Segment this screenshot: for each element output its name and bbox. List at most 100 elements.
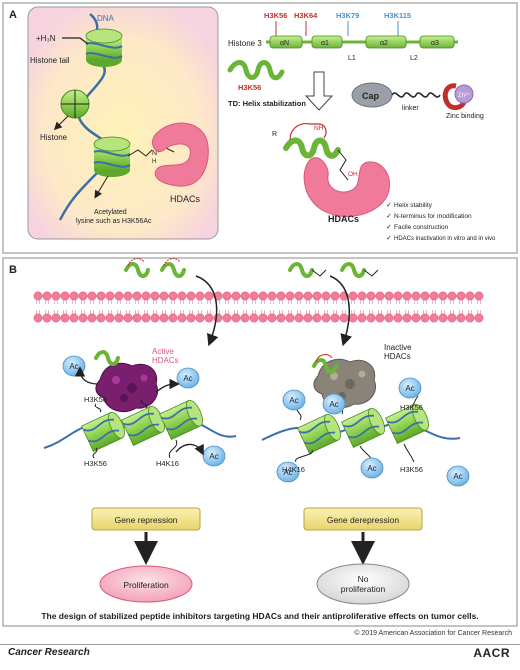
lipid-head <box>69 313 79 323</box>
lipid-tail <box>81 310 85 314</box>
check-item-4: HDACs inactivation in vitro and in vivo <box>394 236 496 242</box>
helix-alpha-1 <box>311 35 343 49</box>
design-arrow <box>304 71 334 111</box>
lipid-tail <box>270 310 274 314</box>
lipid-tail <box>198 310 202 314</box>
ac-right-free-2 <box>446 465 470 487</box>
lipid-head <box>231 291 241 301</box>
lipid-tail <box>261 300 265 304</box>
right-site-1: H3K56 <box>400 403 423 412</box>
stabilized-peptide <box>283 123 349 181</box>
lipid-tail <box>63 310 67 314</box>
lipid-tail <box>234 310 238 314</box>
lipid-tail <box>441 310 445 314</box>
lipid-tail <box>432 300 436 304</box>
seg-alpha-3: α3 <box>431 40 439 47</box>
lipid-head <box>123 291 133 301</box>
gene-repression-label: Gene repression <box>115 515 178 525</box>
lipid-head <box>420 313 430 323</box>
lipid-tail <box>243 300 247 304</box>
lipid-head <box>186 313 196 323</box>
lipid-head <box>177 291 187 301</box>
lipid-tail <box>252 300 256 304</box>
lipid-head <box>42 291 52 301</box>
lipid-tail <box>72 300 76 304</box>
linker-squiggle <box>391 92 441 98</box>
lipid-head <box>330 313 340 323</box>
lipid-tail <box>297 300 301 304</box>
lipid-tail <box>378 310 382 314</box>
helix-alpha-3 <box>419 35 455 49</box>
left-tail-1 <box>94 403 102 413</box>
lipid-head <box>150 291 160 301</box>
inactive-label-2: HDACs <box>384 352 411 361</box>
left-tail-2 <box>92 447 98 459</box>
lipid-tail <box>450 300 454 304</box>
lipid-tail <box>135 300 139 304</box>
lipid-head <box>357 313 367 323</box>
lipid-head <box>87 313 97 323</box>
lipid-head <box>240 291 250 301</box>
right-tail-5 <box>403 443 415 463</box>
lipid-head <box>330 291 340 301</box>
lipid-head <box>123 313 133 323</box>
lipid-head <box>222 291 232 301</box>
ac-right-free-1 <box>398 377 422 399</box>
lipid-head <box>276 291 286 301</box>
lipid-tail <box>459 310 463 314</box>
lipid-tail <box>252 310 256 314</box>
lipid-tail <box>369 300 373 304</box>
lipid-head <box>429 313 439 323</box>
lipid-head <box>168 291 178 301</box>
left-tail-3 <box>168 439 178 459</box>
left-site-2: H3K56 <box>84 459 107 468</box>
lipid-tail <box>144 310 148 314</box>
lipid-head <box>96 291 106 301</box>
lipid-head <box>447 313 457 323</box>
lipid-tail <box>72 310 76 314</box>
lipid-tail <box>324 300 328 304</box>
lipid-head <box>258 291 268 301</box>
ac-right-bound-4-label: Ac <box>367 464 376 473</box>
lipid-tail <box>90 310 94 314</box>
lipid-head <box>222 313 232 323</box>
lipid-tail <box>36 310 40 314</box>
lipid-head <box>150 313 160 323</box>
lipid-tail <box>396 300 400 304</box>
site-h3k79: H3K79 <box>336 11 359 20</box>
lipid-tail <box>180 300 184 304</box>
lipid-tail <box>36 300 40 304</box>
lipid-tail <box>351 300 355 304</box>
no-proliferation-ellipse <box>316 563 410 605</box>
lipid-tail <box>360 310 364 314</box>
lipid-tail <box>63 300 67 304</box>
lipid-head <box>87 291 97 301</box>
lipid-tail <box>423 310 427 314</box>
zinc-label: Zinc binding <box>446 113 484 120</box>
lipid-head <box>141 313 151 323</box>
inactive-label-1: Inactive <box>384 343 412 352</box>
lipid-tail <box>153 310 157 314</box>
lipid-tail <box>432 310 436 314</box>
lipid-tail <box>288 300 292 304</box>
right-site-3: H3K56 <box>400 465 423 474</box>
lipid-head <box>60 291 70 301</box>
lipid-head <box>51 291 61 301</box>
right-site-2: H4K16 <box>282 465 305 474</box>
lipid-head <box>42 313 52 323</box>
entry-arrow-right <box>329 275 352 347</box>
lipid-tail <box>279 300 283 304</box>
right-nucleosome-3 <box>385 403 429 444</box>
lipid-tail <box>351 310 355 314</box>
peptide-left-2 <box>160 258 186 278</box>
publisher-logo: AACR <box>473 646 510 660</box>
lipid-head <box>78 313 88 323</box>
lipid-tail <box>45 300 49 304</box>
ac-right-bound-4 <box>360 457 384 479</box>
journal-name: Cancer Research <box>8 647 90 658</box>
lipid-head <box>294 313 304 323</box>
lipid-tail <box>234 300 238 304</box>
lipid-head <box>438 313 448 323</box>
